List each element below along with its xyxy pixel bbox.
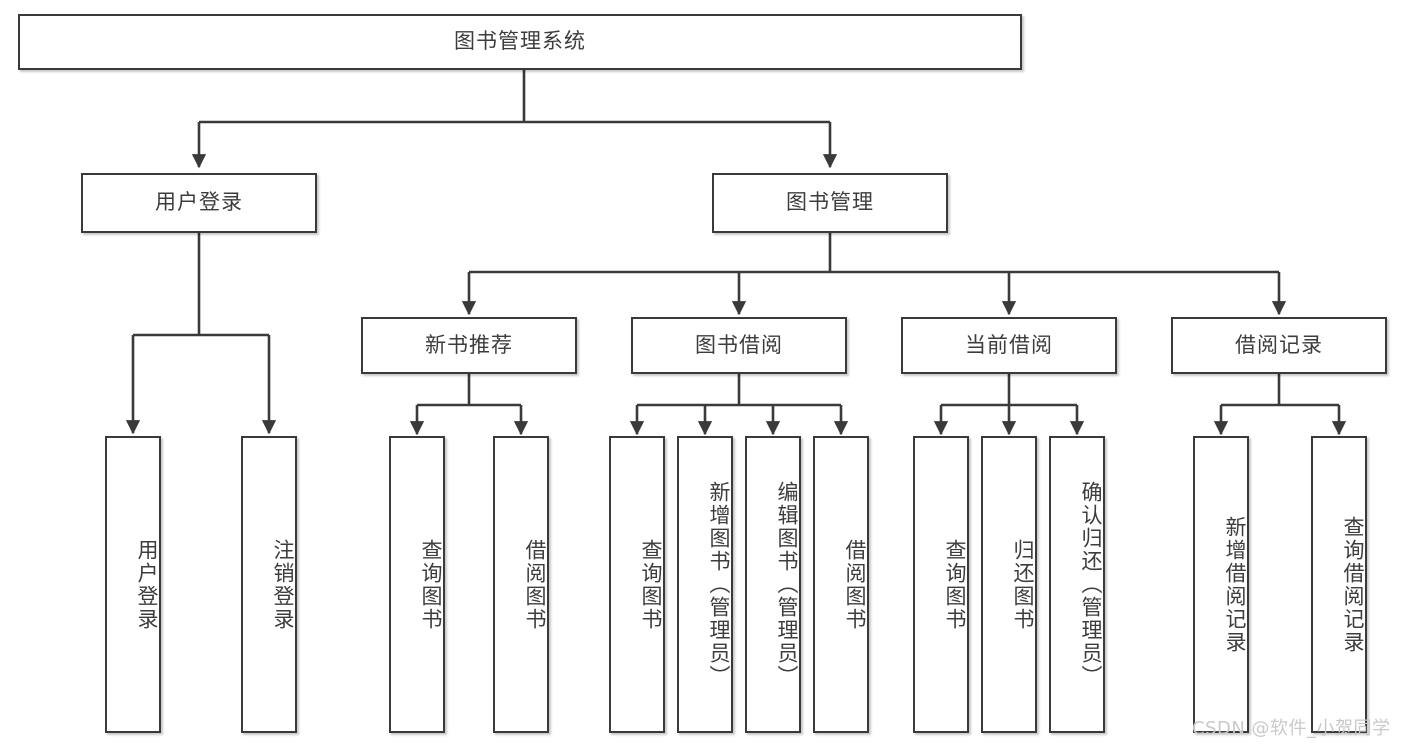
leaf-label: 确认归还（管理员） — [1079, 481, 1103, 688]
node-current-borrow[interactable]: 当前借阅 — [901, 317, 1117, 374]
leaf-current-confirm-return[interactable]: 确认归还（管理员） — [1049, 436, 1105, 733]
leaf-borrow-borrow-book[interactable]: 借阅图书 — [813, 436, 869, 733]
leaf-recommend-borrow-book[interactable]: 借阅图书 — [493, 436, 549, 733]
leaf-record-add-record[interactable]: 新增借阅记录 — [1193, 436, 1249, 733]
leaf-label: 查询图书 — [943, 538, 967, 631]
leaf-label: 新增借阅记录 — [1223, 515, 1247, 654]
leaf-borrow-add-book[interactable]: 新增图书（管理员） — [677, 436, 733, 733]
leaf-label: 查询图书 — [419, 538, 443, 631]
node-book-management[interactable]: 图书管理 — [712, 173, 948, 233]
node-borrow-record[interactable]: 借阅记录 — [1171, 317, 1387, 374]
csdn-watermark: CSDN @软件_小贺同学 — [1192, 718, 1391, 739]
leaf-record-query-record[interactable]: 查询借阅记录 — [1311, 436, 1367, 733]
leaf-label: 借阅图书 — [523, 538, 547, 631]
leaf-borrow-query-book[interactable]: 查询图书 — [609, 436, 665, 733]
leaf-label: 借阅图书 — [843, 538, 867, 631]
leaf-label: 归还图书 — [1011, 538, 1035, 631]
leaf-label: 编辑图书（管理员） — [775, 481, 799, 688]
leaf-label: 新增图书（管理员） — [707, 481, 731, 688]
leaf-label: 注销登录 — [271, 538, 295, 631]
leaf-current-query-book[interactable]: 查询图书 — [913, 436, 969, 733]
leaf-label: 查询借阅记录 — [1341, 515, 1365, 654]
node-book-borrow[interactable]: 图书借阅 — [631, 317, 847, 374]
node-new-book-recommend[interactable]: 新书推荐 — [361, 317, 577, 374]
leaf-user-login-login[interactable]: 用户登录 — [105, 436, 161, 733]
node-root-system[interactable]: 图书管理系统 — [18, 14, 1022, 70]
leaf-label: 查询图书 — [639, 538, 663, 631]
leaf-user-login-logout[interactable]: 注销登录 — [241, 436, 297, 733]
leaf-recommend-query-book[interactable]: 查询图书 — [389, 436, 445, 733]
node-user-login[interactable]: 用户登录 — [81, 173, 317, 233]
leaf-borrow-edit-book[interactable]: 编辑图书（管理员） — [745, 436, 801, 733]
leaf-current-return-book[interactable]: 归还图书 — [981, 436, 1037, 733]
leaf-label: 用户登录 — [135, 538, 159, 631]
